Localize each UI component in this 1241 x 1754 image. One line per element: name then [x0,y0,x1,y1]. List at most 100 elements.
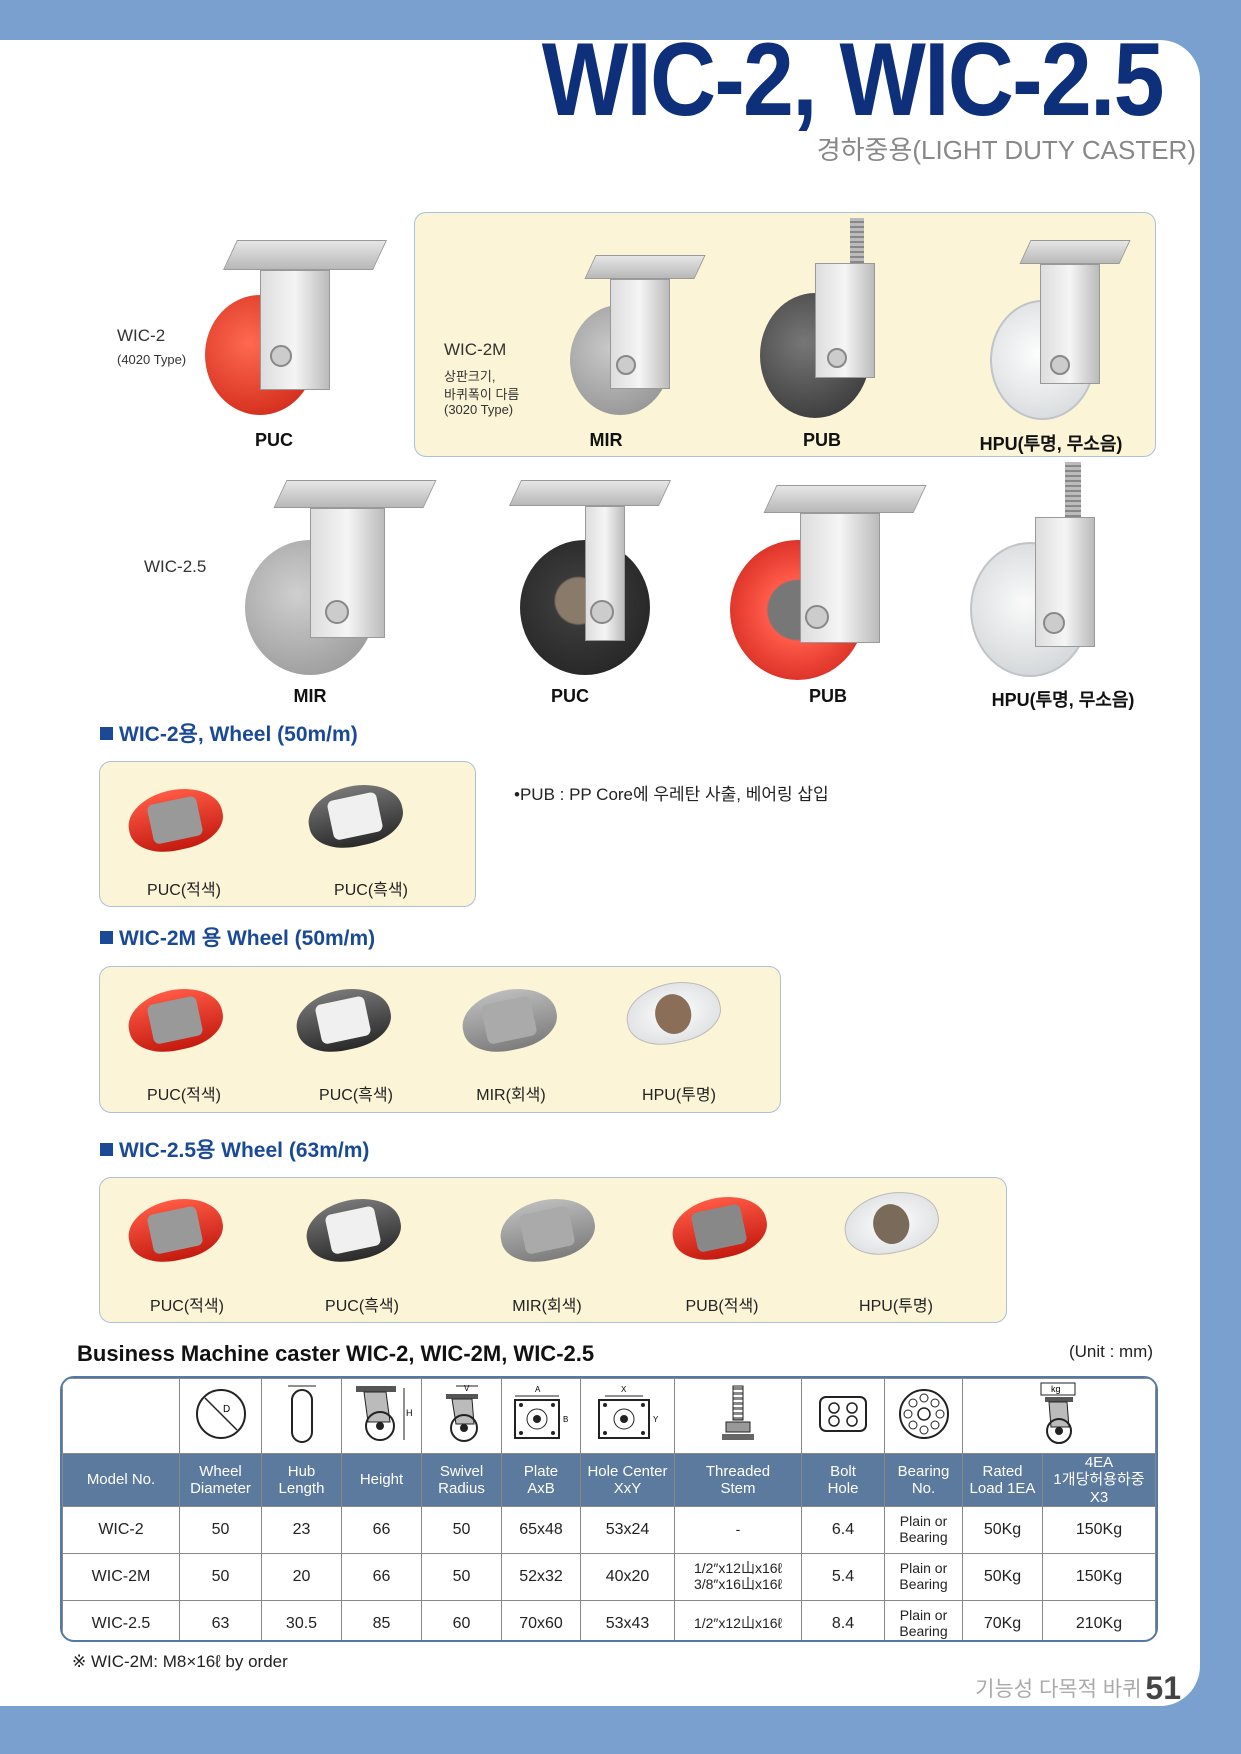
s3-wheel-label-1: PUC(흑색) [325,1298,399,1315]
column-header-line2: Radius [438,1479,485,1497]
table-cell-rated: 50Kg [962,1552,1043,1601]
table-cell-hub: 23 [261,1505,342,1554]
table-cell-swivel: 50 [421,1552,502,1601]
wic2m-product-pub: PUB [802,430,841,450]
column-header-line1: Hub [287,1462,316,1480]
column-header-line2: No. [911,1479,936,1497]
table-cell-stem: - [674,1505,802,1554]
section-wic2-wheel-heading: WIC-2용, Wheel (50m/m) [100,718,358,748]
table-cell-bolt: 6.4 [801,1505,885,1554]
svg-text:H: H [406,1408,413,1418]
svg-text:D: D [223,1404,230,1415]
swivel-radius-icon: V [421,1378,502,1454]
table-cell-bolt: 5.4 [801,1552,885,1601]
s3-wheel-label-2: MIR(회색) [512,1298,582,1315]
column-header-line1: Height [359,1471,404,1489]
wic25-product-mir: MIR [293,686,327,706]
wic25-pub-caster-image [725,485,927,685]
load-icon: kg [962,1378,1156,1454]
table-cell-hub: 20 [261,1552,342,1601]
s2-wheel-label-3: HPU(투명) [642,1087,716,1104]
wic2-label: WIC-2 [117,326,166,345]
table-cell-four: 210Kg [1042,1599,1156,1640]
wic2m-pub-caster-image [755,218,895,423]
cell-line1: Plain or [899,1513,948,1530]
wic2-type: (4020 Type) [117,352,187,367]
wic2m-note2: 바퀴폭이 다름 [444,387,520,402]
column-header-line1: Threaded [705,1462,771,1480]
column-header: Height [341,1453,422,1507]
wic25-mir-caster-image [240,480,440,680]
table-cell-swivel: 50 [421,1505,502,1554]
cell-line1: Plain or [899,1607,948,1624]
table-cell-hub: 30.5 [261,1599,342,1640]
table-cell-diameter: 50 [179,1505,262,1554]
wic2m-product-hpu: HPU(투명, 무소음) [979,434,1123,454]
cell-line2: 3/8″x16山x16ℓ [693,1575,783,1592]
column-header: Model No. [62,1453,180,1507]
wic2-product-label: PUC [254,430,293,450]
pub-note: •PUB : PP Core에 우레탄 사출, 베어링 삽입 [514,785,829,804]
s2-wheel-label-0: PUC(적색) [147,1087,221,1104]
table-cell-model: WIC-2 [62,1505,180,1554]
s1-wheel-label-0: PUC(적색) [147,882,221,899]
svg-text:kg: kg [1051,1384,1061,1394]
wic2m-type: (3020 Type) [444,402,514,417]
table-cell-diameter: 50 [179,1552,262,1601]
wic25-puc-caster-image [490,480,680,680]
cell-line1: - [735,1521,741,1538]
s3-wheel-label-3: PUB(적색) [685,1298,759,1315]
table-cell-hole: 40x20 [580,1552,675,1601]
column-header-line2: Stem [720,1479,756,1497]
page-number: 51 [1145,1670,1181,1706]
table-cell-height: 85 [341,1599,422,1640]
hub-length-icon [261,1378,342,1454]
wic2m-product-mir: MIR [589,430,623,450]
section-wic2m-wheel-heading: WIC-2M 용 Wheel (50m/m) [100,922,375,952]
table-cell-model: WIC-2M [62,1552,180,1601]
table-cell-four: 150Kg [1042,1552,1156,1601]
wic25-label: WIC-2.5 [144,557,207,576]
svg-text:X: X [621,1385,627,1394]
s1-wheel-label-1: PUC(흑색) [334,882,408,899]
table-cell-height: 66 [341,1552,422,1601]
column-header-line1: Bearing [897,1462,950,1480]
s2-wheel-label-2: MIR(회색) [476,1087,546,1104]
table-cell-stem: 1/2″x12山x16ℓ [674,1599,802,1640]
column-header-line2: XxY [613,1479,642,1497]
s3-wheel-label-4: HPU(투명) [859,1298,933,1315]
svg-text:V: V [464,1384,470,1393]
bearing-icon [884,1378,963,1454]
cell-line1: 1/2″x12山x16ℓ [693,1560,783,1577]
wic25-product-puc: PUC [550,686,589,706]
table-cell-hole: 53x24 [580,1505,675,1554]
wic2m-hpu-caster-image [985,240,1135,425]
column-header-line2: Hole [827,1479,859,1497]
column-header-line1: Rated [982,1462,1023,1480]
table-cell-bolt: 8.4 [801,1599,885,1640]
column-header-line2: Diameter [190,1479,251,1497]
wic2m-mir-caster-image [550,255,720,420]
footer-text: 기능성 다목적 바퀴 [975,1678,1142,1701]
cell-line2: Bearing [899,1622,948,1639]
column-header-line2: Length [278,1479,325,1497]
table-cell-rated: 50Kg [962,1505,1043,1554]
wic2m-note1: 상판크기, [444,369,496,384]
column-header-line1: Model No. [86,1471,156,1489]
height-icon: H [341,1378,422,1454]
table-cell-four: 150Kg [1042,1505,1156,1554]
